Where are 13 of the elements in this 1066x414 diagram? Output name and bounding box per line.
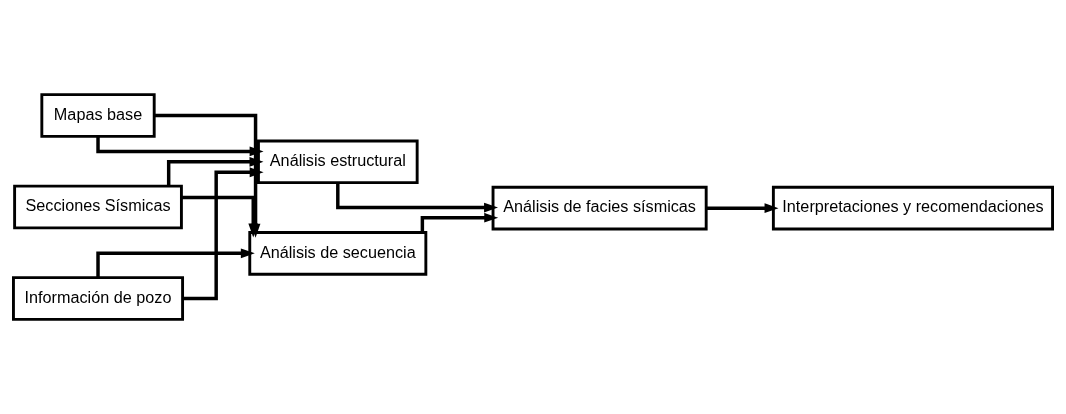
node-box: Análisis estructural: [257, 139, 419, 185]
node-box: Secciones Sísmicas: [13, 184, 183, 230]
arrow: [336, 183, 499, 213]
node-box: Mapas base: [40, 93, 156, 138]
arrow: [96, 136, 264, 157]
arrow: [96, 248, 255, 278]
node-box: Análisis de facies sísmicas: [491, 185, 708, 231]
arrow: [420, 212, 499, 233]
arrow: [706, 203, 779, 214]
node-box: Interpretaciones y recomendaciones: [771, 185, 1054, 231]
node-box: Análisis de secuencia: [248, 231, 428, 276]
arrow: [166, 156, 264, 186]
node-box: Información de pozo: [12, 276, 185, 321]
